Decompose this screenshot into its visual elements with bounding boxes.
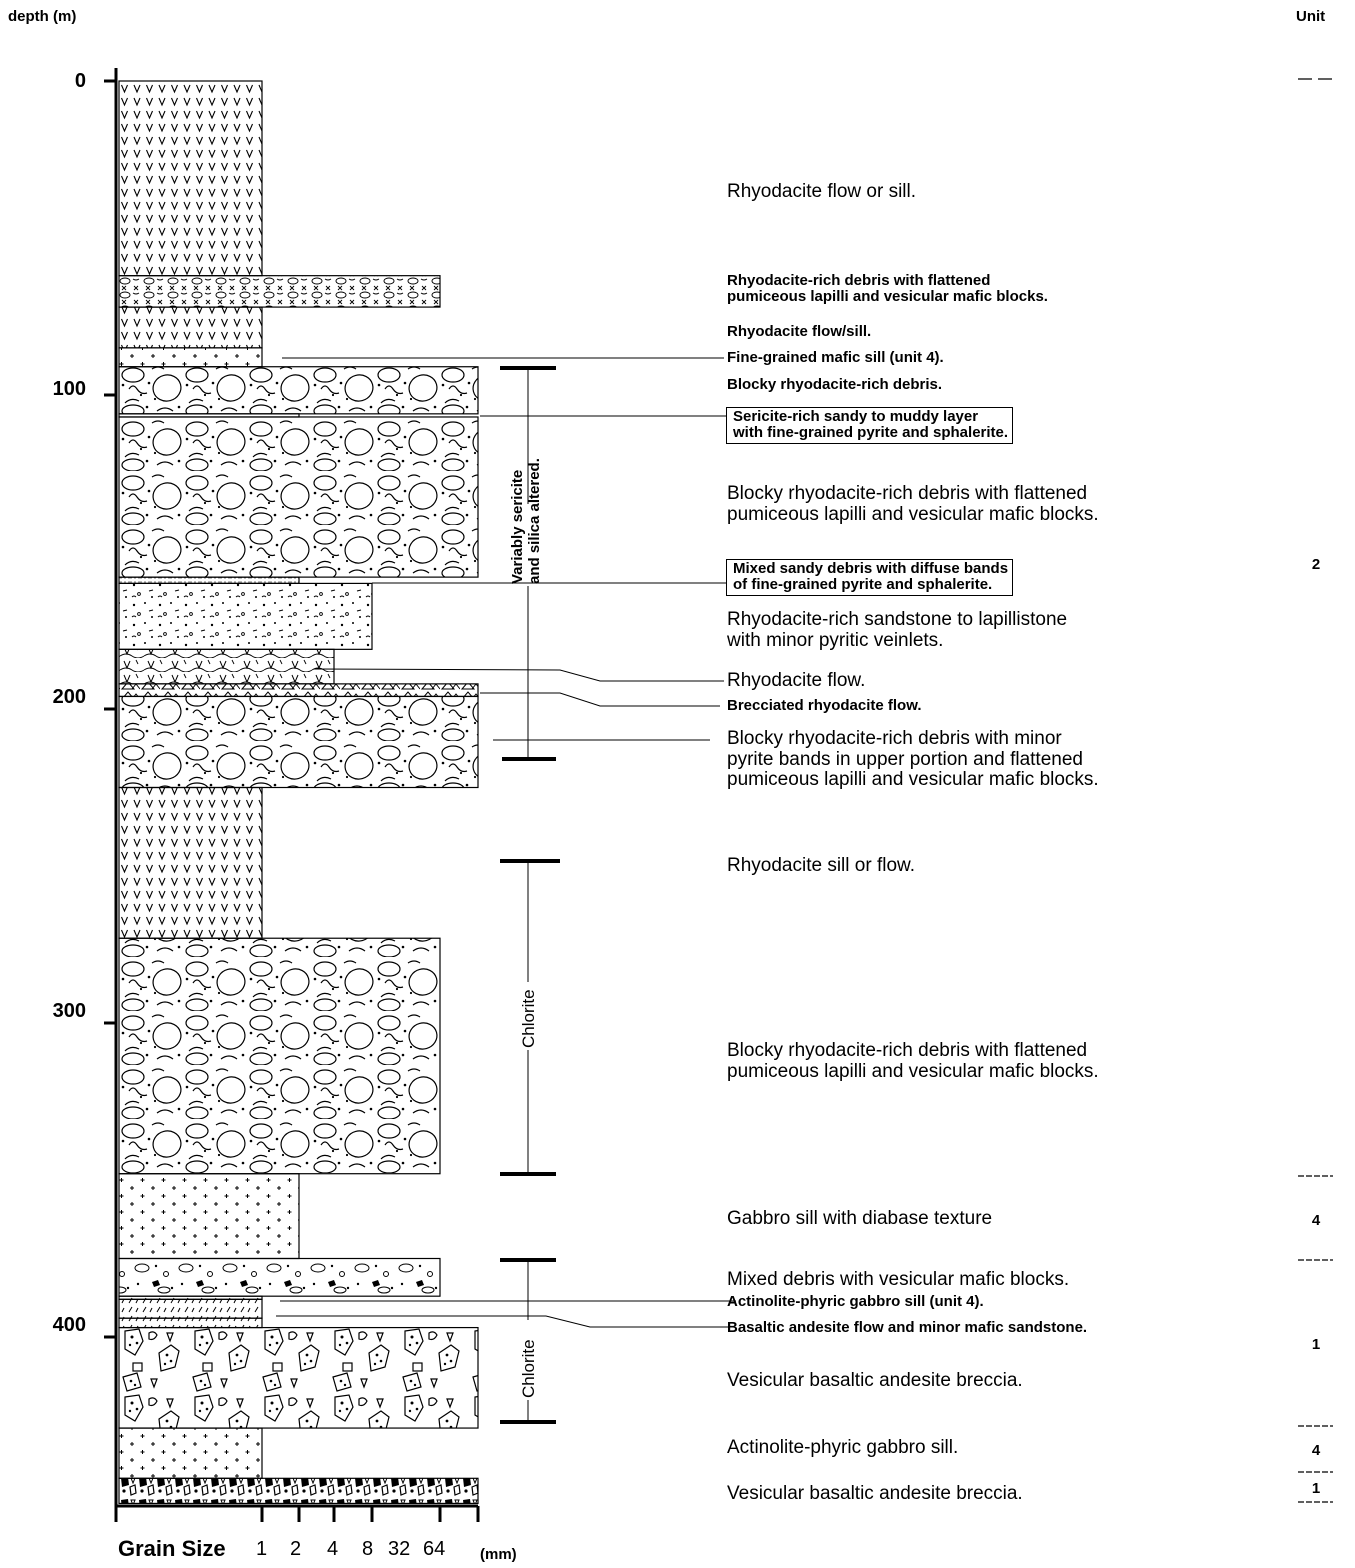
alteration-label-upper: Variably sericite and silica altered. [509, 458, 543, 584]
depth-ticks [104, 79, 116, 1339]
lithology-layer-actinolite [118, 1298, 263, 1319]
lithology-layer-sandy-mud [118, 576, 300, 584]
lithology-layer-blocky-debris [118, 366, 479, 415]
depth-label-300: 300 [52, 1000, 86, 1022]
description: Mixed debris with vesicular mafic blocks… [727, 1269, 1070, 1290]
lithology-layer-gabbro [118, 1173, 300, 1260]
grain-size-4: 4 [327, 1538, 339, 1560]
description: Blocky rhyodacite-rich debris. [727, 376, 943, 393]
grain-size-32: 32 [388, 1538, 411, 1560]
depth-label-400: 400 [52, 1314, 86, 1336]
grain-size-ticks [114, 1506, 480, 1522]
description: Blocky rhyodacite-rich debris with flatt… [727, 1040, 1099, 1082]
lithology-layer-gabbro [118, 1427, 263, 1479]
lithology-layer-breccia-flow [118, 683, 479, 698]
lithology-layer-blocky-debris [118, 937, 441, 1175]
lithology-layer-mixed-debris [118, 1257, 441, 1297]
description-boxed: Mixed sandy debris with diffuse bands of… [726, 559, 1014, 597]
unit-column-title: Unit [1296, 8, 1326, 25]
lithology-column [118, 80, 479, 1505]
leader-lines [276, 357, 736, 1328]
description: Basaltic andesite flow and minor mafic s… [727, 1319, 1088, 1336]
description: Rhyodacite-rich debris with flattened pu… [727, 272, 1048, 306]
depth-label-200: 200 [52, 686, 86, 708]
lithology-layer-blocky-debris [118, 695, 479, 789]
grain-size-64: 64 [423, 1538, 446, 1560]
description-boxed: Sericite-rich sandy to muddy layer with … [726, 407, 1014, 445]
alteration-brackets [500, 366, 560, 1424]
lithology-layer-basaltic-breccia-dense [118, 1477, 479, 1505]
lithology-layer-mafic-sill [118, 347, 263, 368]
description: Rhyodacite-rich sandstone to lapilliston… [727, 609, 1068, 651]
description: Gabbro sill with diabase texture [727, 1208, 993, 1229]
grain-size-2: 2 [290, 1538, 302, 1560]
lithology-layer-rhyodacite [118, 306, 263, 349]
unit-number: 1 [1311, 1480, 1321, 1497]
depth-label-100: 100 [52, 378, 86, 400]
lithology-layer-basaltic-breccia [118, 1326, 479, 1429]
unit-number: 4 [1311, 1442, 1321, 1459]
description: Vesicular basaltic andesite breccia. [727, 1370, 1023, 1391]
lithology-layer-rhyodacite-flow [118, 648, 335, 685]
alteration-label-middle: Chlorite [519, 989, 538, 1048]
lithology-layer-pumice-debris [118, 275, 441, 308]
description: Actinolite-phyric gabbro sill (unit 4). [727, 1293, 984, 1310]
description: Rhyodacite flow. [727, 670, 866, 691]
description: Fine-grained mafic sill (unit 4). [727, 349, 944, 366]
description: Rhyodacite flow or sill. [727, 181, 917, 202]
grain-size-8: 8 [362, 1538, 374, 1560]
lithology-layer-rhyodacite [118, 786, 263, 939]
grain-size-1: 1 [256, 1538, 268, 1560]
description: Actinolite-phyric gabbro sill. [727, 1437, 959, 1458]
unit-number: 2 [1311, 556, 1321, 573]
description: Rhyodacite sill or flow. [727, 855, 915, 876]
unit-boundaries [1298, 78, 1333, 1503]
description: Brecciated rhyodacite flow. [727, 697, 922, 714]
grain-size-title: Grain Size [118, 1536, 226, 1561]
alteration-label-lower: Chlorite [519, 1339, 538, 1398]
description: Blocky rhyodacite-rich debris with flatt… [727, 483, 1099, 525]
lithology-layer-sandstone [118, 582, 373, 650]
unit-number: 1 [1311, 1336, 1321, 1353]
description: Blocky rhyodacite-rich debris with minor… [727, 728, 1099, 791]
description: Vesicular basaltic andesite breccia. [727, 1483, 1023, 1504]
lithology-layer-basaltic-flow [118, 1317, 263, 1329]
unit-number: 4 [1311, 1212, 1321, 1229]
depth-label-0: 0 [74, 70, 86, 92]
depth-axis-title: depth (m) [8, 8, 77, 25]
lithology-layer-blocky-debris [118, 416, 479, 578]
lithology-layer-rhyodacite [118, 80, 263, 277]
grain-size-unit: (mm) [480, 1546, 517, 1563]
description: Rhyodacite flow/sill. [727, 323, 872, 340]
